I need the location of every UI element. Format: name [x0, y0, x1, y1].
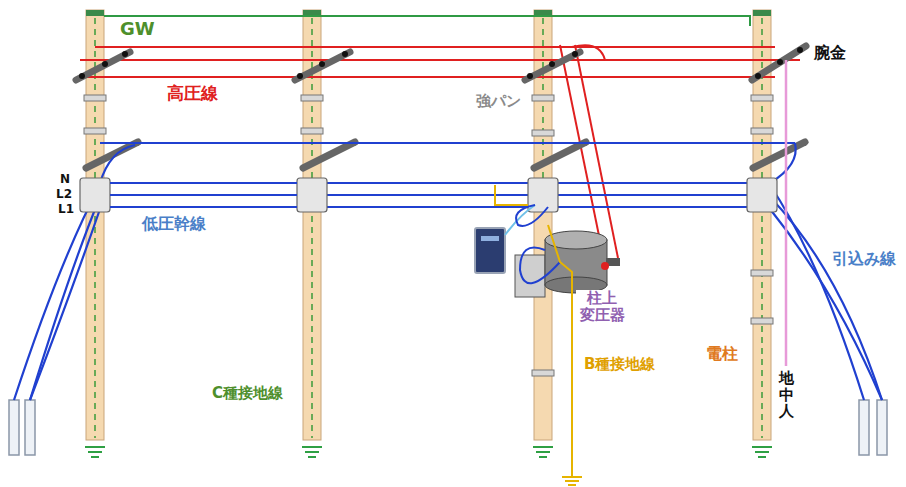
wire-name: GW — [118, 19, 157, 40]
wire-name: 引込み線 — [830, 250, 898, 268]
wire-name: C種接地線 — [210, 385, 285, 402]
part-name: 柱上 変圧器 — [576, 290, 628, 325]
part-name: 地中人 — [779, 370, 794, 420]
wire-name: 高圧線 — [165, 84, 220, 104]
wire-name: B種接地線 — [582, 356, 657, 373]
wire-name: 低圧幹線 — [140, 215, 208, 233]
phase-name: N — [58, 173, 72, 187]
part-name: 電柱 — [704, 345, 740, 363]
part-name: 強パン — [474, 93, 523, 110]
phase-name: L1 — [56, 203, 76, 217]
phase-name: L2 — [54, 188, 74, 202]
part-name: 腕金 — [812, 44, 848, 62]
